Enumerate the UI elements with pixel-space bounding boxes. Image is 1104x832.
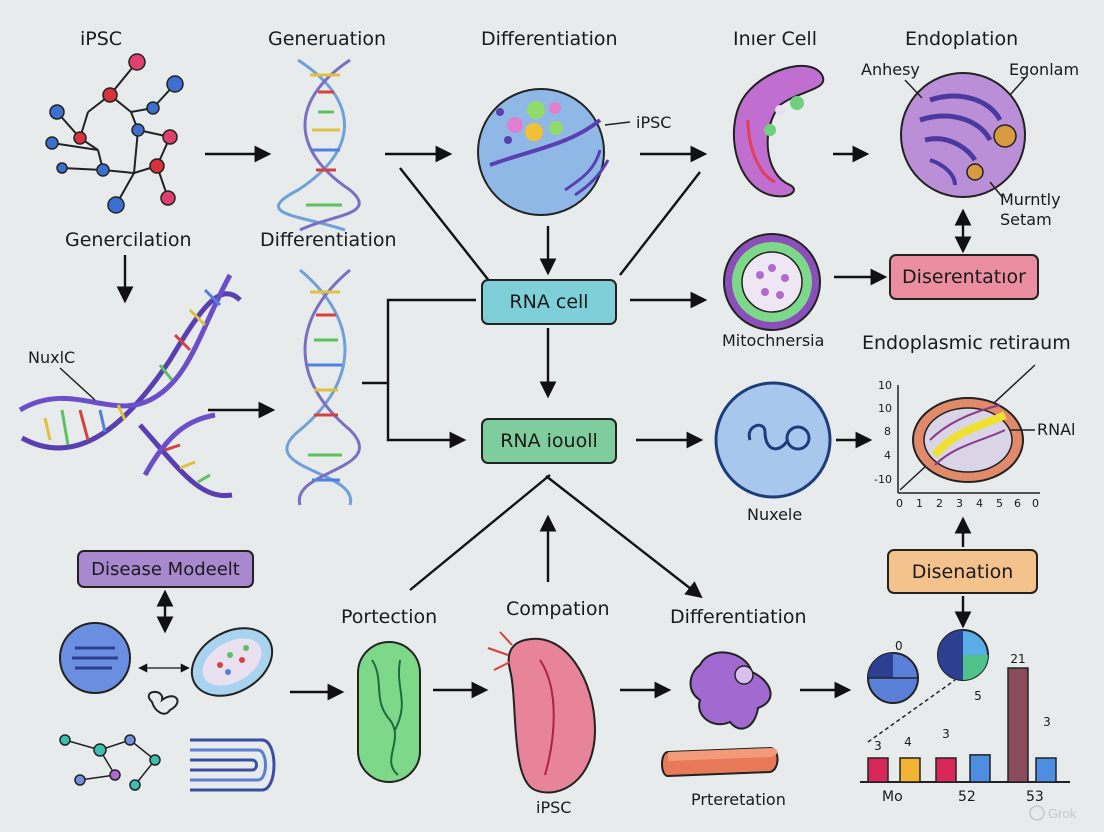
purple-blob-icon <box>689 651 772 730</box>
blue-cell-icon <box>59 622 131 694</box>
squiggle-icon <box>147 691 179 715</box>
label-murntly: Murntly <box>1000 190 1061 209</box>
bar <box>935 757 957 783</box>
molecule-icon <box>51 61 176 206</box>
er-organelle-icon <box>912 397 1035 483</box>
x-tick: 3 <box>956 497 963 510</box>
y-tick: 4 <box>884 449 891 462</box>
flow-arrows <box>116 145 972 701</box>
y-tick: 10 <box>878 402 892 415</box>
connector <box>409 474 551 591</box>
label-ipsc-bottom: iPSC <box>536 798 572 817</box>
mitochondrion-small-icon <box>190 627 274 697</box>
pink-cell-icon <box>487 631 597 794</box>
x-tick: 1 <box>916 497 923 510</box>
nuxlc-pointer <box>59 367 96 401</box>
label-prteretation: Prteretation <box>691 790 786 809</box>
bar <box>1035 757 1057 783</box>
label-egonlam: Egonlam <box>1009 60 1080 79</box>
label-inner-cell: Inıer Cell <box>733 28 817 50</box>
box-rna-iouoll: RNA iouoll <box>481 418 617 464</box>
connector <box>619 171 701 276</box>
bar-data-label: 3 <box>1043 715 1051 729</box>
dna-helix-icon-mid <box>285 268 361 506</box>
bar <box>969 754 991 783</box>
inner-cell-icon <box>732 65 825 198</box>
label-rnal: RNAl <box>1037 420 1076 439</box>
y-tick: -10 <box>874 473 892 486</box>
dashed-trend-line <box>867 679 956 743</box>
tissue-slab-icon <box>661 746 779 778</box>
label-ipsc-top: iPSC <box>80 28 123 50</box>
bar-data-label: 3 <box>874 739 882 753</box>
label-anhesy: Anhesy <box>861 60 920 79</box>
bar-category-label: Mo <box>882 789 903 805</box>
x-tick: 4 <box>976 497 983 510</box>
dna-double-helix-icon-left <box>18 273 242 499</box>
bar-category-label: 53 <box>1026 789 1044 805</box>
dna-helix-icon-top <box>277 58 361 232</box>
x-tick: 5 <box>996 497 1003 510</box>
er-stack-icon <box>190 738 276 792</box>
bar-data-label: 5 <box>974 689 982 703</box>
bar <box>1007 667 1029 783</box>
label-nuxlc: NuxlC <box>28 348 76 367</box>
label-differentiation-bottom: Differentiation <box>670 606 807 628</box>
molecule-atoms <box>45 53 184 214</box>
mitochondria-icon <box>723 233 821 331</box>
label-endoplasmic-retiraum: Endoplasmic retiraum <box>862 332 1071 354</box>
bar-data-label: 3 <box>942 727 950 741</box>
bar-category-label: 52 <box>958 789 976 805</box>
bar <box>899 757 921 783</box>
label-setam: Setam <box>1000 210 1052 229</box>
pie-label: 0 <box>895 639 903 653</box>
label-ipsc-callout: iPSC <box>636 113 672 132</box>
arrow <box>386 383 467 449</box>
x-tick: 0 <box>1032 497 1039 510</box>
y-tick: 8 <box>884 425 891 438</box>
pie-chart-1 <box>867 652 919 704</box>
x-tick: 2 <box>936 497 943 510</box>
x-tick: 6 <box>1014 497 1021 510</box>
box-rna-cell: RNA cell <box>481 279 617 325</box>
watermark-logo: Grok <box>1029 805 1077 821</box>
bar-chart <box>867 667 1057 783</box>
label-mitochnersia: Mitochnersia <box>722 331 825 350</box>
label-endoplation: Endoplation <box>905 28 1019 50</box>
cell-icon-top <box>477 88 631 216</box>
green-cell-icon <box>357 641 421 783</box>
box-disease-model: Disease Modeelt <box>77 550 254 588</box>
bar <box>867 757 889 783</box>
arrow <box>545 475 703 599</box>
label-portection: Portection <box>341 606 438 628</box>
connector <box>362 298 476 385</box>
y-tick: 10 <box>878 379 892 392</box>
bar-data-label: 4 <box>904 735 912 749</box>
nucleus-icon <box>714 381 832 499</box>
x-tick: 0 <box>896 497 903 510</box>
network-icon <box>59 734 161 791</box>
label-generuation: Generuation <box>268 28 387 50</box>
label-genercilation: Genercilation <box>65 229 192 251</box>
endoplation-cell-icon <box>900 72 1026 199</box>
pie-chart-2 <box>937 629 989 681</box>
label-nuxele: Nuxele <box>747 505 803 524</box>
box-disenation: Disenation <box>887 549 1038 594</box>
label-differentiation-mid: Differentiation <box>260 229 397 251</box>
svg-text:Grok: Grok <box>1048 806 1077 821</box>
box-diserentation: Diserentatıor <box>889 254 1039 300</box>
label-compation: Compation <box>506 598 610 620</box>
label-differentiation-top: Differentiation <box>481 28 618 50</box>
connector <box>399 167 491 283</box>
bar-data-label: 21 <box>1010 652 1026 666</box>
